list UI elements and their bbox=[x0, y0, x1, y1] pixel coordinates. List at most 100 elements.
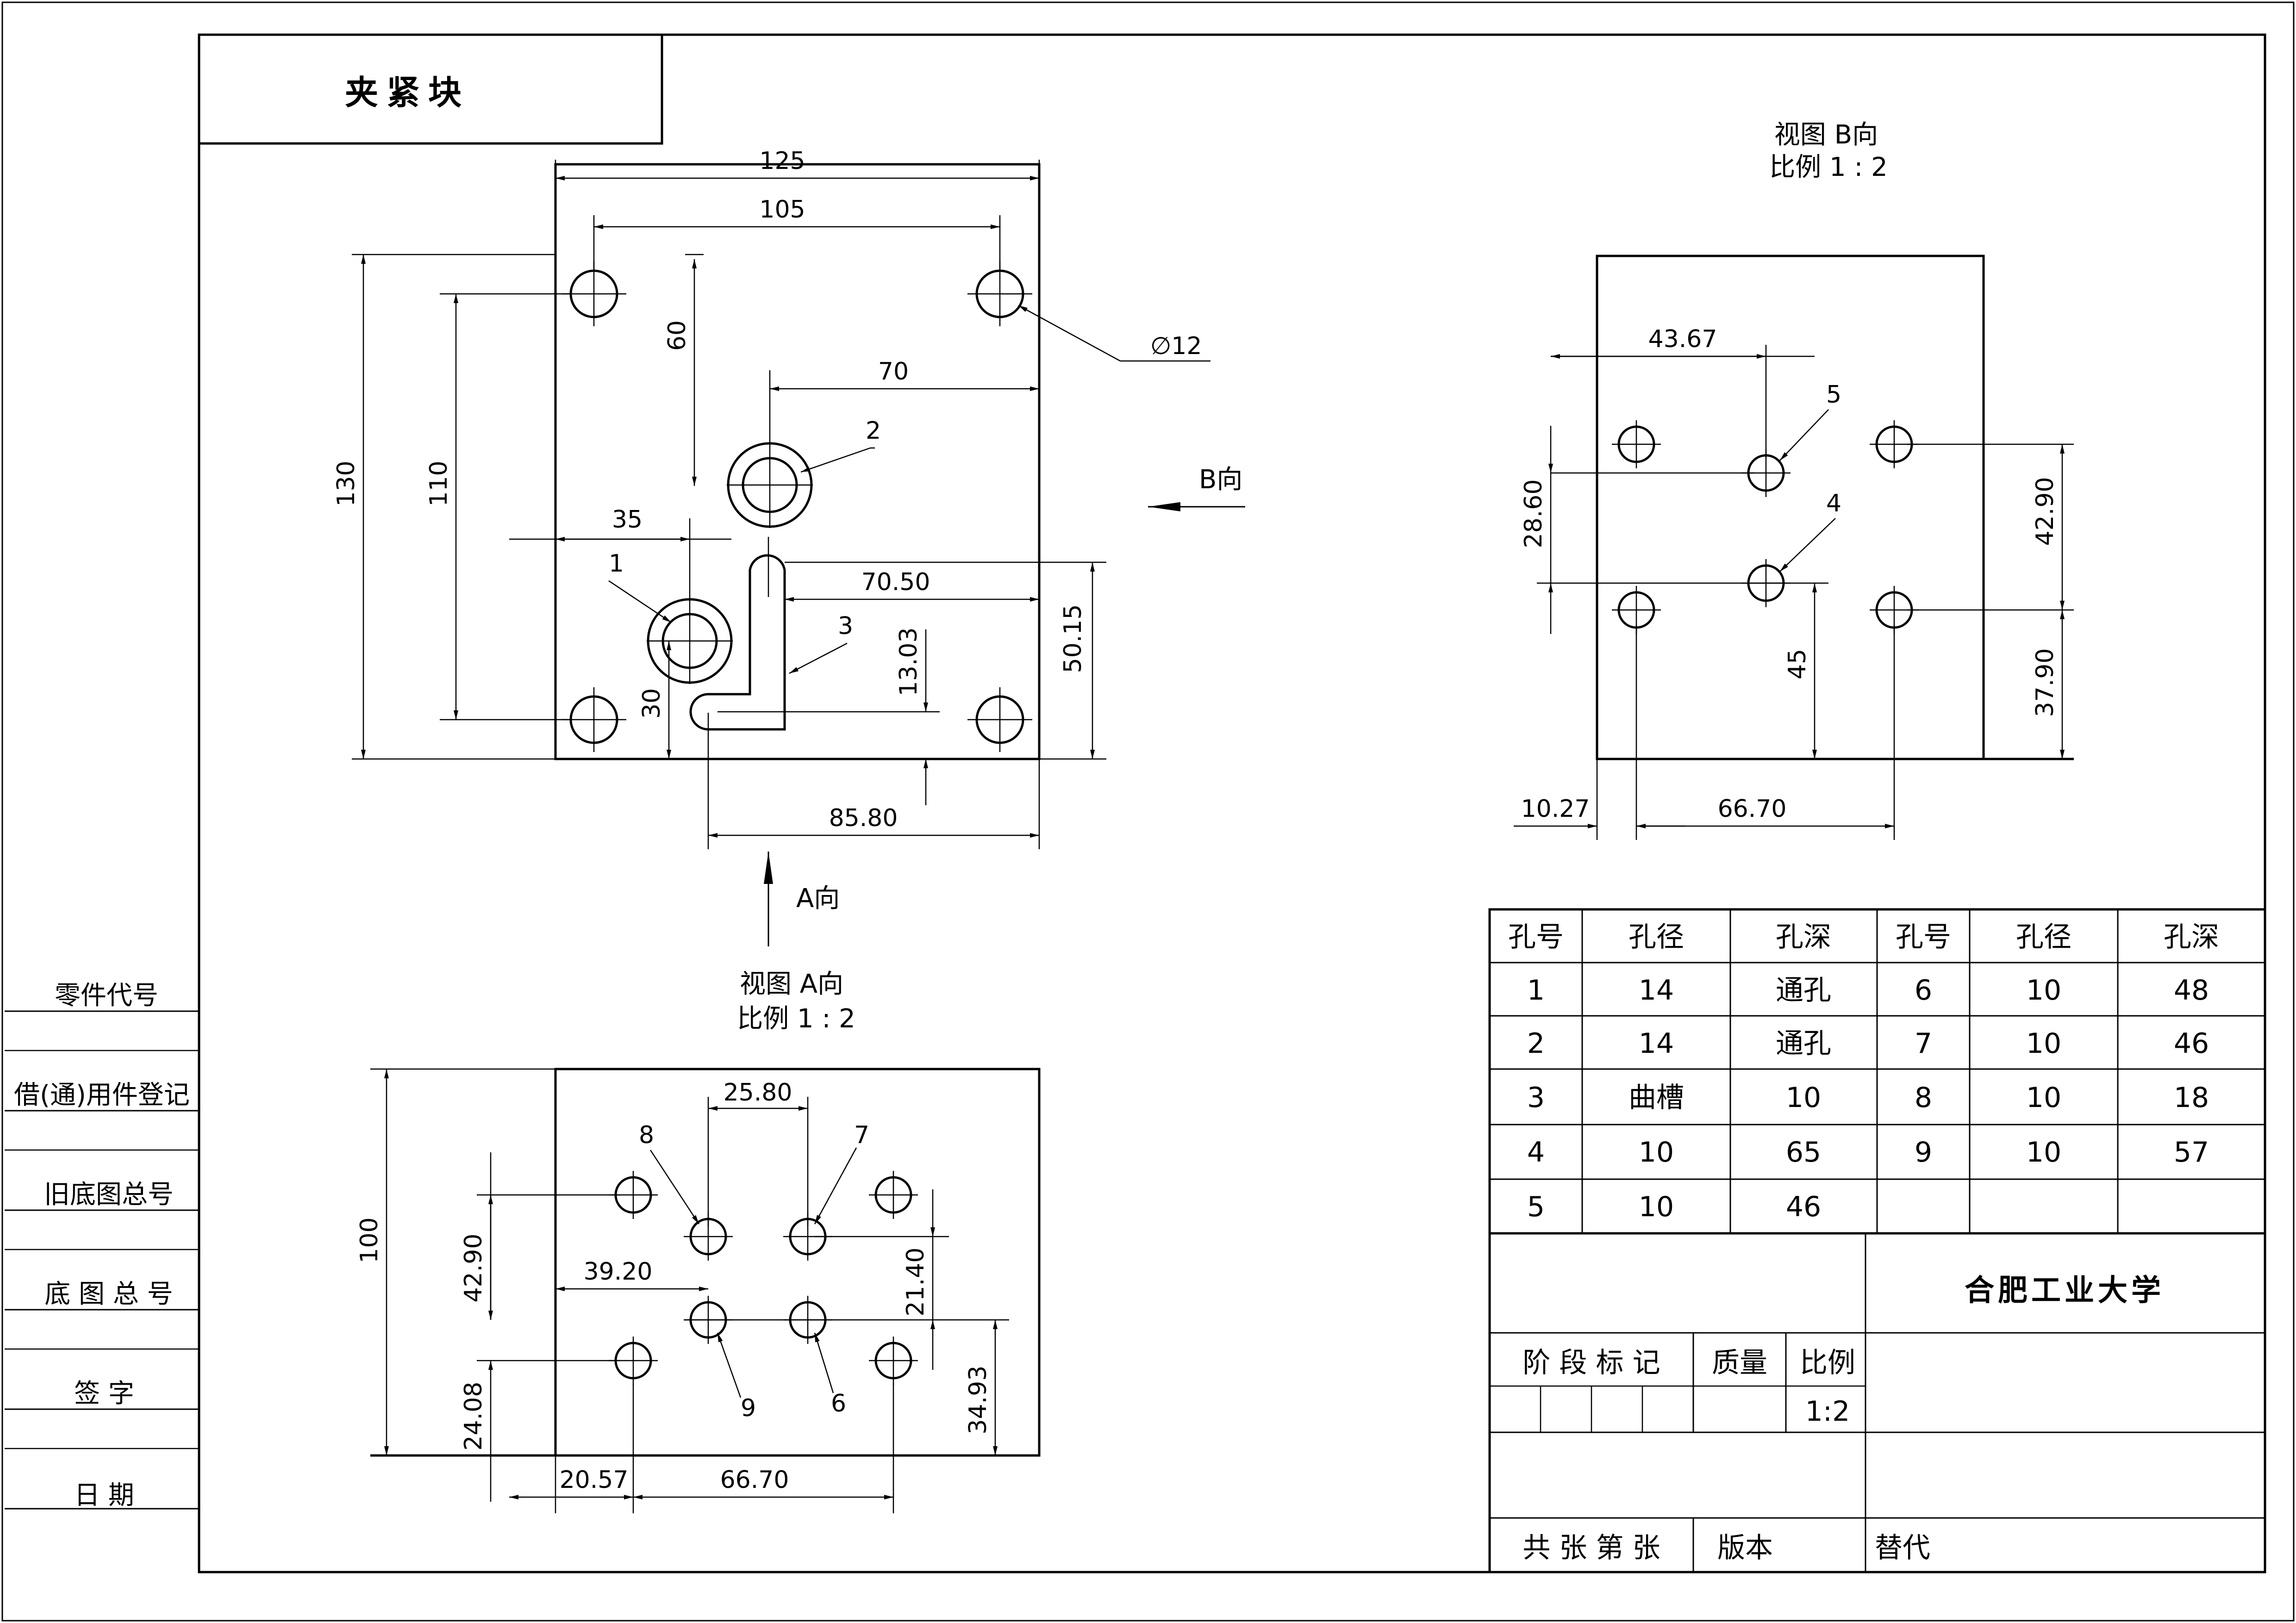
table-header: 孔径 bbox=[1628, 921, 1684, 953]
top-hole bbox=[562, 687, 626, 752]
dim-45: 45 bbox=[1784, 649, 1811, 679]
part-title-box: 夹紧块 bbox=[198, 33, 663, 145]
leader-2: 2 bbox=[866, 417, 881, 445]
part-title: 夹紧块 bbox=[345, 73, 470, 112]
table-cell: 10 bbox=[2026, 1027, 2061, 1060]
side-label-signature: 签 字 bbox=[74, 1379, 134, 1409]
table-cell: 1 bbox=[1527, 974, 1545, 1007]
view-a: 视图 A向 比例 1 : 2 100 25.80 42.90 24.08 39.… bbox=[356, 969, 1041, 1513]
top-view: 125 105 130 110 60 70 35 70.50 13.03 50. bbox=[332, 147, 1245, 946]
side-label-part-code: 零件代号 bbox=[55, 981, 158, 1011]
table-header: 孔号 bbox=[1896, 921, 1951, 953]
leader-4: 4 bbox=[1826, 490, 1841, 517]
hole-2 bbox=[727, 442, 813, 528]
leader-1: 1 bbox=[609, 550, 624, 578]
table-cell: 4 bbox=[1527, 1136, 1545, 1169]
table-cell: 10 bbox=[2026, 1136, 2061, 1169]
leader-6: 6 bbox=[831, 1390, 846, 1418]
dim-130: 130 bbox=[332, 460, 360, 506]
table-row: 1 14 通孔 6 10 48 bbox=[1527, 974, 2209, 1007]
slot-3 bbox=[689, 554, 786, 731]
table-row: 5 10 46 bbox=[1527, 1191, 1821, 1223]
dim-70: 70 bbox=[878, 358, 909, 386]
table-cell: 通孔 bbox=[1776, 974, 1831, 1007]
table-cell: 通孔 bbox=[1776, 1027, 1831, 1060]
hole-table: 孔号 孔径 孔深 孔号 孔径 孔深 1 14 通孔 6 10 48 2 14 通… bbox=[1488, 908, 2266, 1235]
dim-60: 60 bbox=[663, 320, 691, 351]
table-header: 孔深 bbox=[1776, 921, 1831, 953]
dim-70-50: 70.50 bbox=[861, 568, 930, 596]
table-cell: 18 bbox=[2174, 1082, 2209, 1114]
top-hole bbox=[967, 687, 1032, 752]
table-cell: 57 bbox=[2174, 1136, 2209, 1169]
table-cell: 48 bbox=[2174, 974, 2209, 1007]
table-header: 孔号 bbox=[1508, 921, 1564, 953]
leader-5: 5 bbox=[1826, 381, 1841, 409]
dim-10-27: 10.27 bbox=[1521, 795, 1590, 823]
arrow-b-label: B向 bbox=[1199, 465, 1242, 495]
replace-label: 替代 bbox=[1875, 1532, 1930, 1564]
view-b-scale: 比例 1 : 2 bbox=[1769, 152, 1888, 182]
leader-7: 7 bbox=[854, 1121, 869, 1149]
view-b-hole bbox=[1612, 420, 1661, 468]
table-header: 孔深 bbox=[2164, 921, 2219, 953]
side-column: 零件代号 借(通)用件登记 旧底图总号 底 图 总 号 签 字 日 期 bbox=[5, 981, 199, 1511]
leader-3: 3 bbox=[838, 612, 853, 640]
table-cell: 46 bbox=[1786, 1191, 1821, 1223]
dim-85-80: 85.80 bbox=[829, 804, 898, 832]
dim-21-40: 21.40 bbox=[902, 1248, 930, 1317]
arrow-a-label: A向 bbox=[796, 883, 840, 914]
table-row: 3 曲槽 10 8 10 18 bbox=[1527, 1082, 2209, 1114]
dim-28-60: 28.60 bbox=[1520, 479, 1547, 548]
table-cell: 5 bbox=[1527, 1191, 1545, 1223]
top-view-outline bbox=[554, 163, 1041, 760]
leader-8: 8 bbox=[639, 1121, 654, 1149]
table-cell: 3 bbox=[1527, 1082, 1545, 1114]
hole-1 bbox=[647, 598, 733, 684]
table-header: 孔径 bbox=[2016, 921, 2071, 953]
top-hole bbox=[967, 261, 1032, 326]
dim-50-15: 50.15 bbox=[1059, 604, 1087, 673]
side-label-old-drawing: 旧底图总号 bbox=[44, 1180, 174, 1210]
dim-110: 110 bbox=[425, 460, 453, 506]
table-row: 4 10 65 9 10 57 bbox=[1527, 1136, 2209, 1169]
ratio-label: 比例 bbox=[1800, 1347, 1855, 1379]
table-cell: 14 bbox=[1639, 1027, 1674, 1060]
dim-34-93: 34.93 bbox=[964, 1366, 992, 1435]
sheets-label: 共 张 第 张 bbox=[1522, 1532, 1660, 1564]
ratio-value: 1:2 bbox=[1805, 1395, 1850, 1428]
dim-100: 100 bbox=[356, 1217, 383, 1263]
table-cell: 46 bbox=[2174, 1027, 2209, 1060]
side-label-borrow: 借(通)用件登记 bbox=[14, 1080, 190, 1110]
mass-label: 质量 bbox=[1712, 1347, 1767, 1379]
view-b-title: 视图 B向 bbox=[1774, 120, 1878, 150]
view-a-hole bbox=[869, 1171, 918, 1219]
title-block: 合肥工业大学 阶 段 标 记 质量 比例 1:2 共 张 第 张 版本 替代 bbox=[1488, 1232, 2266, 1573]
table-cell: 6 bbox=[1915, 974, 1932, 1007]
table-cell: 7 bbox=[1915, 1027, 1932, 1060]
top-hole bbox=[562, 261, 626, 326]
view-a-scale: 比例 1 : 2 bbox=[737, 1004, 855, 1034]
dim-24-08: 24.08 bbox=[460, 1382, 487, 1451]
dim-42-90: 42.90 bbox=[460, 1234, 487, 1303]
dim-42-90-b: 42.90 bbox=[2031, 477, 2059, 546]
table-cell: 曲槽 bbox=[1628, 1082, 1684, 1114]
table-cell: 8 bbox=[1915, 1082, 1932, 1114]
drawing-frame bbox=[198, 33, 2266, 1573]
dim-20-57: 20.57 bbox=[560, 1466, 629, 1494]
dim-25-80: 25.80 bbox=[724, 1079, 792, 1107]
dim-105: 105 bbox=[759, 196, 805, 224]
side-label-drawing-no: 底 图 总 号 bbox=[44, 1279, 173, 1309]
view-a-outline bbox=[554, 1068, 1041, 1457]
view-a-title: 视图 A向 bbox=[740, 969, 843, 999]
table-cell: 10 bbox=[1639, 1191, 1674, 1223]
table-cell: 9 bbox=[1915, 1136, 1932, 1169]
dim-30: 30 bbox=[638, 688, 666, 719]
school-name: 合肥工业大学 bbox=[1965, 1274, 2165, 1308]
table-cell: 14 bbox=[1639, 974, 1674, 1007]
table-row: 2 14 通孔 7 10 46 bbox=[1527, 1027, 2209, 1060]
dim-66-70-b: 66.70 bbox=[1718, 795, 1787, 823]
view-b: 视图 B向 比例 1 : 2 43.67 28.60 42.90 37.90 4… bbox=[1514, 120, 2074, 840]
leader-9: 9 bbox=[741, 1394, 756, 1422]
dim-66-70-a: 66.70 bbox=[720, 1466, 789, 1494]
